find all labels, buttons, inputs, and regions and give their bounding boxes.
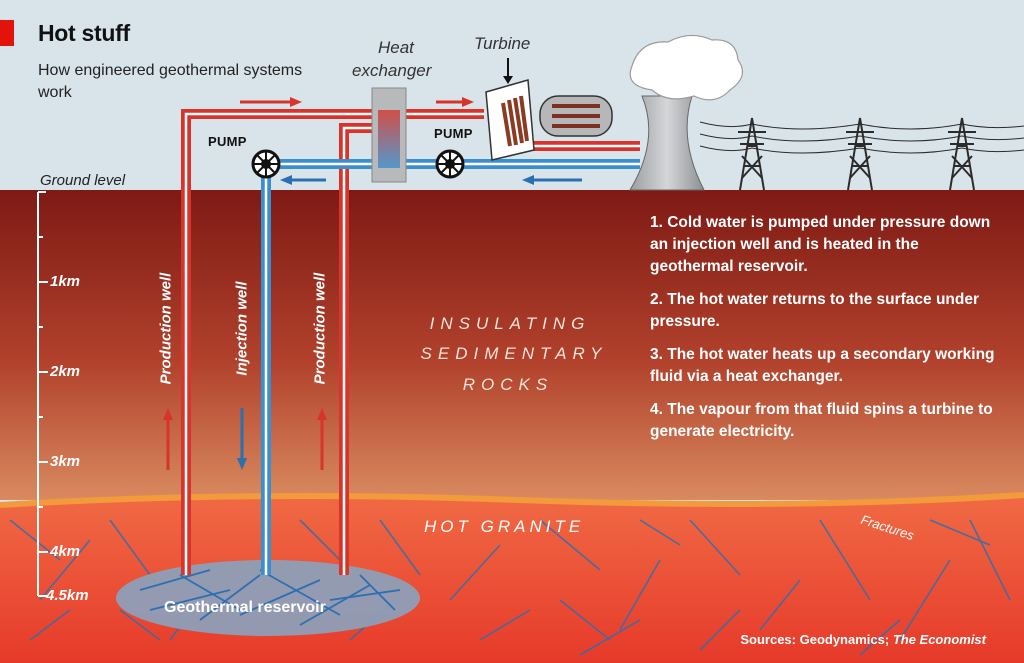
hot-granite-label: HOT GRANITE [424,517,585,536]
heat-exchanger-label-line2: exchanger [352,61,432,80]
sources-prefix: Sources: Geodynamics; [740,632,893,647]
cooling-tower-icon [629,34,744,191]
depth-tick-label: 3km [50,453,81,470]
production-well-right-label: Production well [311,272,329,385]
surface-pipes [181,109,640,575]
injection-well-label: Injection well [233,281,251,376]
page-title: Hot stuff [38,20,130,46]
depth-tick-label: 1km [50,273,81,290]
depth-tick-label: 2km [50,363,81,380]
heat-exchanger-label-line1: Heat [378,38,414,57]
production-well-left-label: Production well [157,272,175,385]
flow-arrows [163,97,582,470]
process-steps: 1. Cold water is pumped under pressure d… [650,212,1000,454]
reservoir-ellipse [116,560,420,636]
sources-credit: Sources: Geodynamics; The Economist [740,632,986,647]
depth-scale-axis [37,191,48,597]
pump-right-label: PUMP [434,126,473,141]
sedimentary-layer [0,190,1024,500]
depth-tick-label: 4.5km [46,587,89,604]
granite-boundary [0,492,1024,508]
reservoir-fractures [139,569,401,626]
turbine-icon [485,58,613,161]
insulating-rocks-line3: ROCKS [462,375,554,394]
pump-left-label: PUMP [208,134,247,149]
step-item: 2. The hot water returns to the surface … [650,291,980,330]
step-item: 3. The hot water heats up a secondary wo… [650,346,995,385]
pump-left-icon [251,149,281,179]
step-item: 4. The vapour from that fluid spins a tu… [650,401,993,440]
power-lines-icon [699,117,1024,191]
ground-level-label: Ground level [40,172,126,189]
insulating-rocks-line1: INSULATING [429,314,591,333]
step-item: 1. Cold water is pumped under pressure d… [650,214,991,275]
turbine-label: Turbine [474,34,531,53]
geothermal-reservoir-label: Geothermal reservoir [164,599,326,616]
page-subtitle: How engineered geothermal systems work [38,62,303,101]
header-accent-tab [0,20,14,46]
depth-tick-label: 4km [50,543,81,560]
sources-publication: The Economist [892,632,986,647]
pump-right-icon [435,149,465,179]
fracture-lines [9,519,1011,656]
insulating-rocks-line2: SEDIMENTARY [420,344,608,363]
